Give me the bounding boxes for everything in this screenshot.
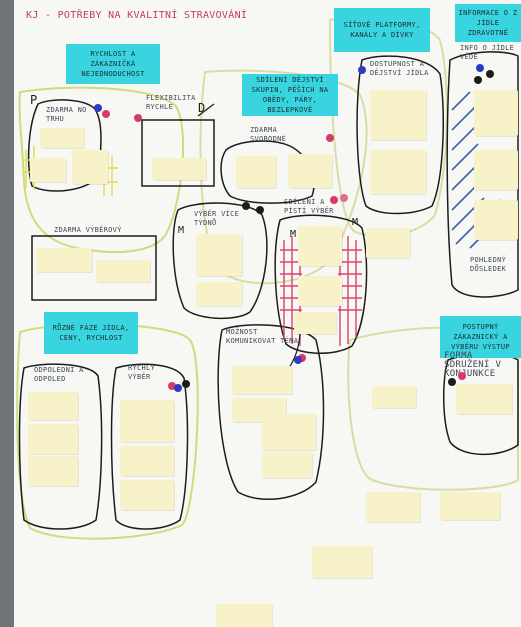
cyan-label-info: INFORMACE O Z JÍDLE ZDRAVOTNĚ — [455, 4, 521, 42]
sticky-note — [474, 150, 518, 190]
sticky-note — [232, 366, 292, 394]
heading-zdarma-trh: ZDARMA NO TRHU — [46, 106, 87, 123]
sticky-note — [30, 158, 66, 182]
outline-dostupnost-group — [220, 140, 315, 204]
sticky-note — [298, 276, 342, 306]
sticky-note — [120, 400, 174, 442]
letter-m-3: M — [290, 229, 297, 240]
letter-m-1: M — [178, 225, 185, 236]
sticky-note — [474, 90, 518, 136]
sticky-note — [262, 452, 312, 478]
dot-blue — [358, 66, 366, 74]
dot-red — [102, 110, 110, 118]
sticky-note — [288, 154, 332, 188]
heading-info-jidle: INFO O JÍDLE VĚDĚ — [460, 44, 515, 61]
letter-p: P — [30, 93, 38, 107]
heading-zdarma-vyberovy: ZDARMA VÝBĚROVÝ — [54, 226, 122, 234]
sticky-note — [474, 200, 518, 240]
sticky-note — [120, 480, 174, 510]
sticky-note — [196, 282, 242, 306]
cyan-label-sdileni: SDÍLENÍ DĚJSTVÍ SKUPIN, PĚŠÍCH NA OBĚDY,… — [242, 74, 338, 116]
heading-sdileni-vyber: SDÍLENÍ A PÍSTÍ VÝBĚR — [284, 198, 334, 215]
heading-forma: FORMA SDRUŽENÍ V KONJUNKCE — [444, 351, 502, 379]
dot-red — [168, 382, 176, 390]
dot-black — [448, 378, 456, 386]
dot-red — [458, 372, 466, 380]
dot-black — [486, 70, 494, 78]
dot-black — [242, 202, 250, 210]
dot-black — [256, 206, 264, 214]
cyan-label-rychlost: RYCHLOST A ZÁKAZNIČKÁ NEJEDNODUCHOST — [66, 44, 160, 84]
sticky-note — [96, 260, 150, 282]
sticky-note — [196, 234, 242, 276]
heading-zdarma-svobodne: ZDARMA SVOBODNÉ — [250, 126, 287, 143]
sticky-note — [440, 492, 500, 520]
outline-odpoledni-group — [18, 363, 103, 530]
sticky-note — [312, 546, 372, 578]
heading-odpoledni: ODPOLEDNÍ A ODPOLED — [34, 366, 84, 383]
sticky-note — [262, 414, 316, 450]
dot-black — [474, 76, 482, 84]
sticky-note — [216, 604, 272, 627]
heading-dostupnost: DOSTUPNOST A DĚJSTVÍ JÍDLA — [370, 60, 429, 77]
outline-rychly-vyber-group — [110, 363, 189, 530]
sticky-note — [152, 158, 206, 180]
sticky-note — [40, 128, 84, 148]
dot-blue — [94, 104, 102, 112]
board-title: KJ - POTŘEBY NA KVALITNÍ STRAVOVÁNÍ — [26, 10, 248, 21]
dot-pink — [340, 194, 348, 202]
cluster-outline-left-bottom — [16, 323, 199, 540]
cyan-label-platformy: SÍŤOVÉ PLATFORMY, KANÁLY A DÍVKY — [334, 8, 430, 52]
sticky-note — [28, 424, 78, 454]
heading-pohledny: POHLEDNÝ DŮSLEDEK — [470, 256, 507, 273]
sticky-note — [372, 386, 416, 408]
sticky-note — [456, 384, 512, 414]
sticky-note — [36, 248, 92, 272]
dot-blue — [294, 356, 302, 364]
sticky-note — [28, 456, 78, 486]
dot-red — [330, 196, 338, 204]
heading-rychly-vyber: RYCHLÝ VÝBĚR — [128, 364, 156, 381]
dot-black — [182, 380, 190, 388]
sticky-note — [72, 150, 108, 184]
letter-d: D — [198, 101, 206, 115]
dot-blue — [476, 64, 484, 72]
dot-red — [298, 354, 306, 362]
sticky-note — [28, 392, 78, 420]
dot-blue — [174, 384, 182, 392]
sticky-note — [370, 150, 426, 194]
cyan-label-rozne-faze: RŮZNÉ FÁZE JÍDLA, CENY, RYCHLOST — [44, 312, 138, 354]
cyan-label-postupny: POSTUPNÝ ZÁKAZNICKÝ A VÝBĚRU VÝSTUP — [440, 316, 521, 358]
dot-red — [326, 134, 334, 142]
heading-flexibilita: FLEXIBILITA RYCHLE — [146, 94, 196, 111]
heading-komunikovat: MOŽNOST KOMUNIKOVAT TÉMA — [226, 328, 299, 345]
sticky-note — [370, 90, 426, 140]
sticky-note — [298, 226, 342, 266]
sticky-note — [366, 492, 420, 522]
sticky-note — [366, 228, 410, 258]
dot-red — [134, 114, 142, 122]
letter-m-2: M — [352, 217, 359, 228]
outline-platform-group — [356, 55, 445, 215]
connector-line-2 — [197, 103, 215, 117]
sticky-note — [120, 446, 174, 476]
outline-vyberove-group — [31, 235, 157, 301]
outline-sdileni-group — [274, 214, 368, 354]
heading-vyber-tydnu: VÝBĚR VÍCE TÝDNŮ — [194, 210, 240, 227]
outline-d-group — [141, 119, 215, 187]
outline-info-group — [446, 51, 519, 298]
cluster-outline-left-top — [18, 86, 185, 254]
sticky-note — [294, 312, 336, 334]
sticky-note — [236, 156, 276, 188]
